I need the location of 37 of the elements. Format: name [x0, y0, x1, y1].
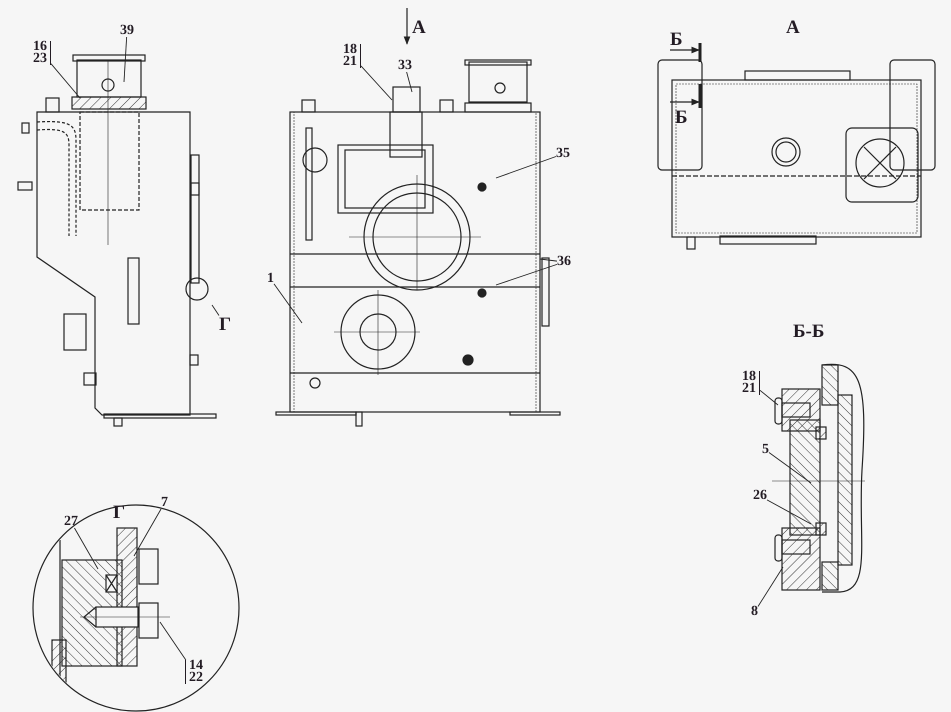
leader-line: [760, 390, 778, 406]
callout-number: 26: [753, 490, 767, 502]
callout-number: 14 22: [185, 660, 203, 684]
leader-line: [768, 452, 812, 484]
view-label: А: [412, 18, 426, 37]
callout-number: 7: [161, 497, 168, 509]
callout-number: 33: [398, 60, 412, 72]
callout-number: 35: [556, 148, 570, 160]
leader-line: [212, 304, 220, 316]
leader-line: [160, 622, 186, 660]
leader-line: [540, 258, 558, 262]
callout-number: 16 23: [33, 41, 51, 65]
view-label: Б-Б: [793, 322, 824, 341]
leader-line: [74, 528, 98, 570]
callout-number: 18 21: [742, 371, 760, 395]
view-label: А: [786, 18, 800, 37]
callout-number: 39: [120, 25, 134, 37]
leader-line: [360, 65, 392, 100]
leader-line: [406, 72, 412, 92]
callout-number: 18 21: [343, 44, 361, 68]
callout-number: Г: [219, 315, 232, 334]
leader-line: [274, 283, 302, 324]
view-label: Б: [670, 30, 683, 49]
callout-number: 8: [751, 606, 758, 618]
view-label: Г: [113, 503, 126, 522]
callout-number: 5: [762, 444, 769, 456]
callout-number: 1: [267, 273, 274, 285]
callout-number: 27: [64, 516, 78, 528]
leader-line: [766, 499, 812, 524]
leader-line: [124, 36, 128, 82]
leader-line: [496, 156, 556, 178]
view-label: Б: [675, 108, 688, 127]
leader-line: [134, 508, 162, 556]
leader-line: [758, 566, 784, 607]
leader-line: [496, 264, 558, 286]
leader-line: [50, 63, 80, 98]
callout-number: 36: [557, 256, 571, 268]
